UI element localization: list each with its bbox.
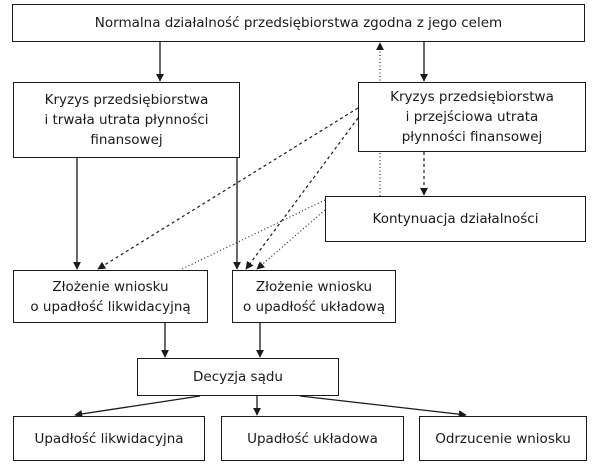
dotted-line-kontynuacja-to-wniosek-likwidacyjny — [179, 199, 326, 271]
node-odrzucenie-wniosku: Odrzucenie wniosku — [419, 416, 587, 461]
node-decyzja-sadu: Decyzja sądu — [137, 358, 339, 396]
arrow-decyzja-to-upadlosc-likwidacyjna — [74, 395, 201, 418]
dashed-arrow-kryzys-przejsciowy-to-wniosek-ukladowy — [245, 117, 359, 270]
node-wniosek-ukladowy: Złożenie wniosku o upadłość układową — [232, 270, 396, 323]
arrow-decyzja-to-odrzucenie — [299, 395, 467, 419]
dashed-arrow-kryzys-przejsciowy-to-wniosek-likwidacyjny — [97, 107, 359, 270]
node-normalna-dzialalnosc: Normalna działalność przedsiębiorstwa zg… — [12, 4, 585, 42]
node-kryzys-trwaly: Kryzys przedsiębiorstwa i trwała utrata … — [13, 82, 240, 158]
node-kontynuacja: Kontynuacja działalności — [325, 196, 586, 242]
node-upadlosc-ukladowa: Upadłość układowa — [221, 416, 404, 461]
node-kryzys-przejsciowy: Kryzys przedsiębiorstwa i przejściowa ut… — [358, 82, 586, 152]
node-upadlosc-likwidacyjna: Upadłość likwidacyjna — [13, 416, 205, 461]
node-wniosek-likwidacyjny: Złożenie wniosku o upadłość likwidacyjną — [13, 270, 208, 323]
